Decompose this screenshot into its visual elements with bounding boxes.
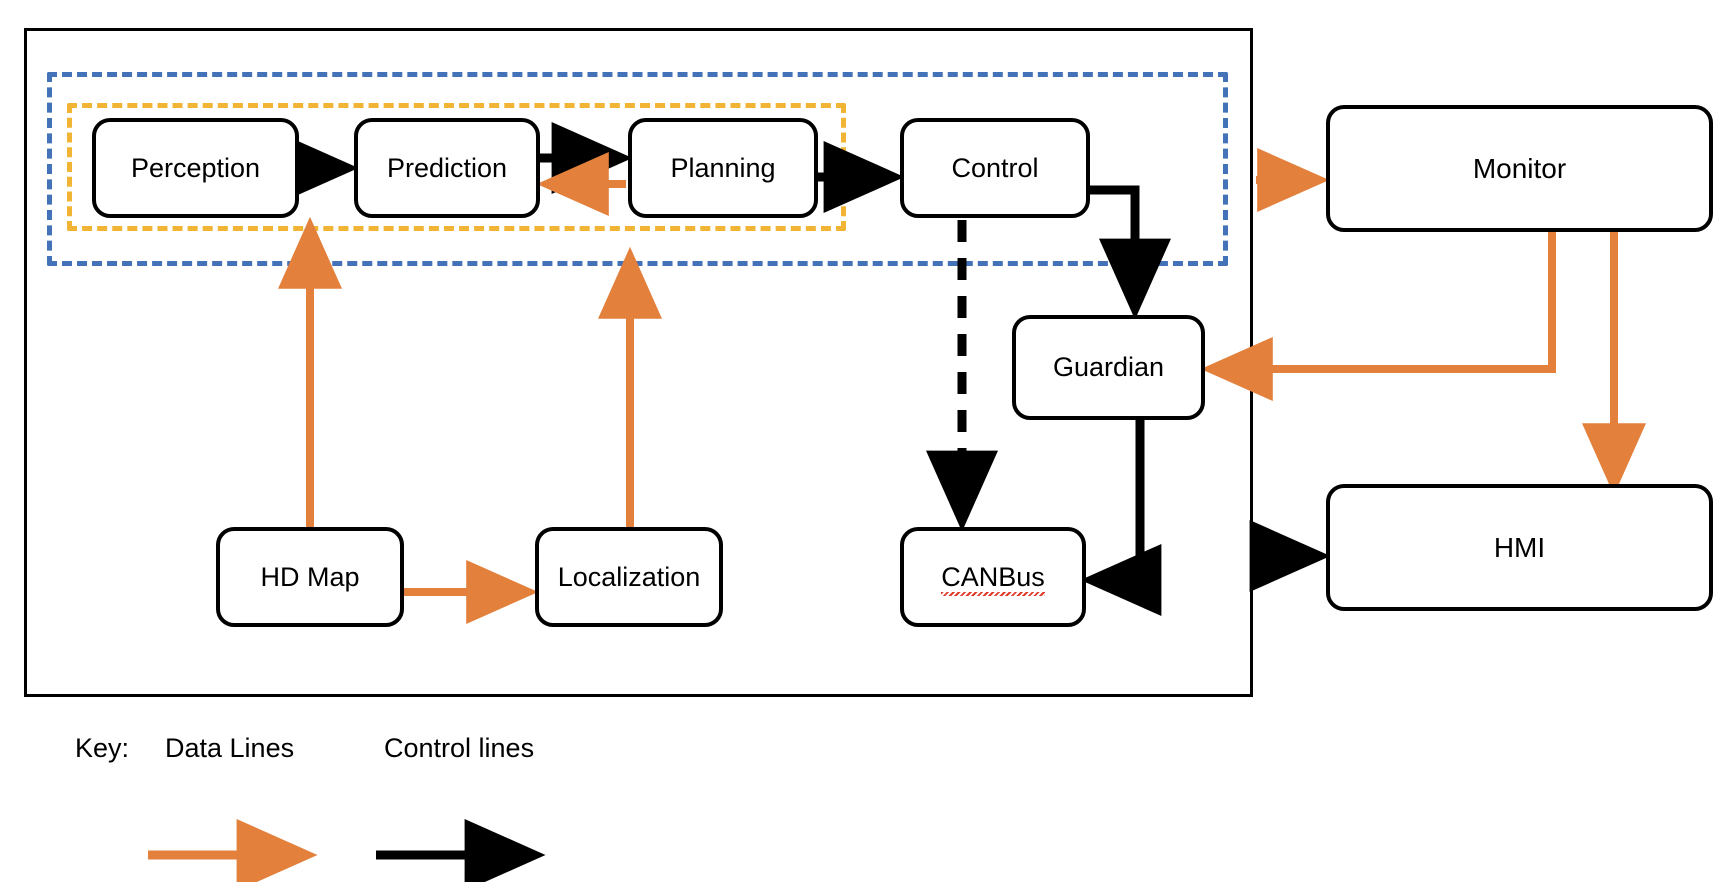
node-planning[interactable]: Planning xyxy=(628,118,818,218)
node-label: HMI xyxy=(1493,531,1546,563)
node-hd-map[interactable]: HD Map xyxy=(216,527,404,627)
node-prediction[interactable]: Prediction xyxy=(354,118,540,218)
node-label: Prediction xyxy=(386,152,508,183)
node-localization[interactable]: Localization xyxy=(535,527,723,627)
legend-key-label: Key: xyxy=(75,733,130,763)
node-label: CANBus xyxy=(941,561,1045,596)
node-control[interactable]: Control xyxy=(900,118,1090,218)
edge-monitor-to-guardian xyxy=(1200,232,1556,401)
node-guardian[interactable]: Guardian xyxy=(1012,315,1205,420)
node-hmi[interactable]: HMI xyxy=(1326,484,1713,611)
node-label: Localization xyxy=(557,561,701,592)
node-canbus[interactable]: CANBus xyxy=(900,527,1086,627)
node-label: HD Map xyxy=(260,561,360,592)
node-label: Control xyxy=(951,152,1039,183)
node-label: Monitor xyxy=(1472,152,1567,184)
node-label: Guardian xyxy=(1052,352,1165,382)
node-label: Perception xyxy=(130,152,261,183)
node-label: Planning xyxy=(670,152,776,183)
legend-data-label: Data Lines xyxy=(165,733,295,763)
node-perception[interactable]: Perception xyxy=(92,118,299,218)
node-monitor[interactable]: Monitor xyxy=(1326,105,1713,232)
legend-control-label: Control lines xyxy=(384,733,535,763)
